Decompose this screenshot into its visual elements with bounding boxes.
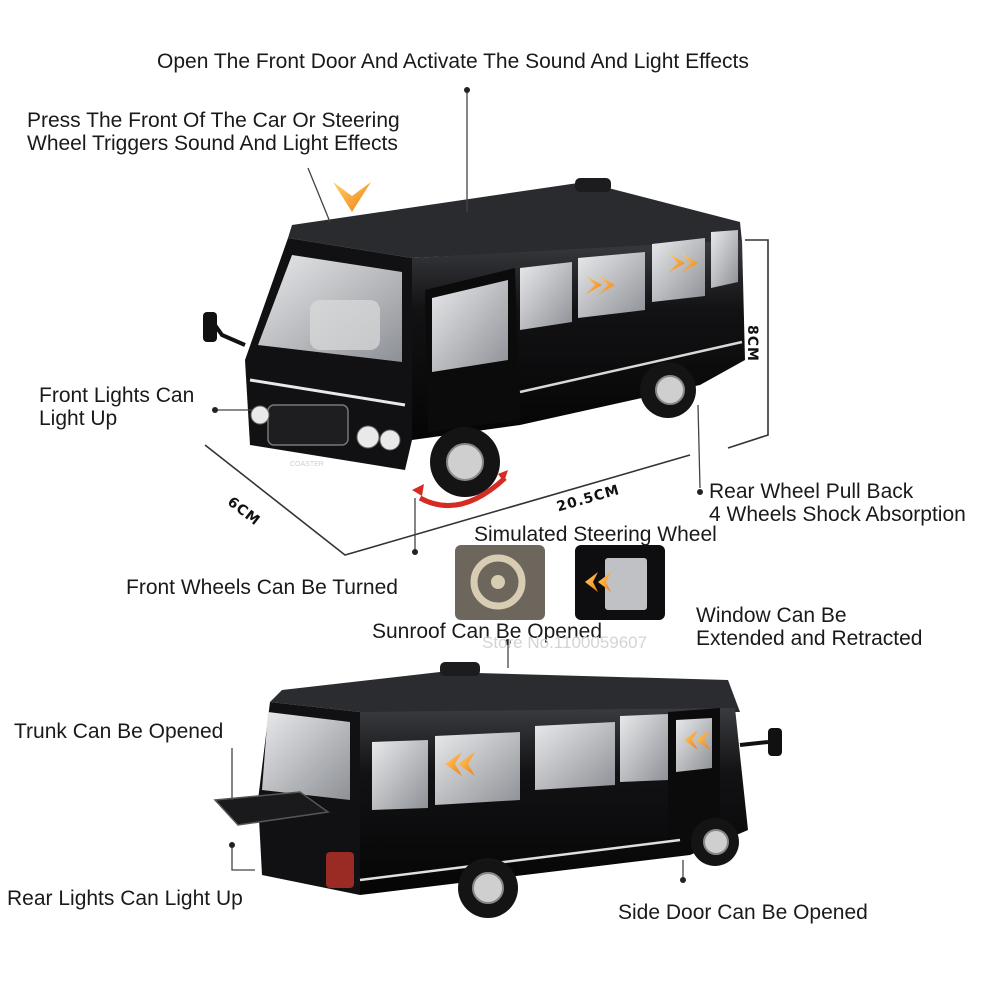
trunk-label: Trunk Can Be Opened [14, 720, 224, 743]
accent-chevrons-bottom [445, 730, 710, 776]
bus-bottom-rear-view [213, 662, 782, 918]
press-front-label: Press The Front Of The Car Or Steering W… [27, 109, 400, 155]
store-watermark: Store No.1100059607 [482, 633, 648, 652]
sunroof-label: Sunroof Can Be Opened [372, 620, 602, 643]
front-lights-line-1: Front Lights Can [39, 384, 195, 407]
rear-wheel-line-1: Rear Wheel Pull Back [709, 480, 914, 503]
steering-wheel-label: Simulated Steering Wheel [474, 523, 717, 546]
steering-wheel-thumbnail [455, 545, 545, 620]
press-front-line-1: Press The Front Of The Car Or Steering [27, 109, 400, 132]
front-lights-line-2: Light Up [39, 407, 118, 430]
side-door-label: Side Door Can Be Opened [618, 901, 868, 924]
dimension-lines [204, 239, 769, 556]
front-door-label: Open The Front Door And Activate The Sou… [157, 50, 749, 73]
window-thumbnail [575, 545, 665, 620]
rear-wheel-label: Rear Wheel Pull Back 4 Wheels Shock Abso… [709, 480, 966, 526]
window-line-1: Window Can Be [696, 604, 847, 627]
callout-lines [215, 90, 701, 880]
window-label: Window Can Be Extended and Retracted [696, 604, 923, 650]
accent-chevrons-top [333, 182, 698, 295]
front-wheels-label: Front Wheels Can Be Turned [126, 576, 398, 599]
callout-dots [212, 87, 703, 883]
height-dimension-label: 8CM [744, 325, 760, 362]
rear-wheel-line-2: 4 Wheels Shock Absorption [709, 503, 966, 526]
badge-text: COASTER [290, 461, 324, 468]
bus-top-front-view: COASTER [203, 178, 745, 509]
press-front-line-2: Wheel Triggers Sound And Light Effects [27, 132, 398, 155]
rear-lights-label: Rear Lights Can Light Up [7, 887, 243, 910]
window-line-2: Extended and Retracted [696, 627, 923, 650]
front-lights-label: Front Lights Can Light Up [39, 384, 194, 430]
